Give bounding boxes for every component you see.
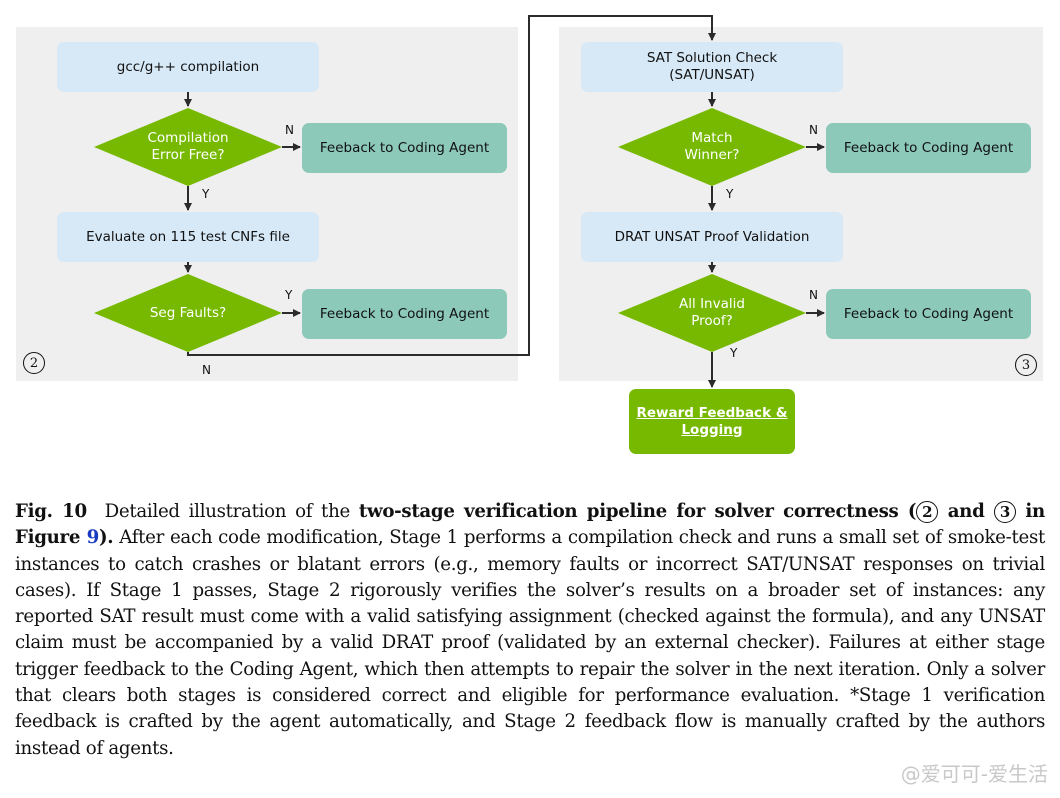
label-proof-n: N: [809, 288, 818, 302]
caption-intro: Detailed illustration of the: [104, 501, 351, 522]
label-segfault-y: Y: [285, 288, 293, 302]
winner-feedback-box: Feeback to Coding Agent: [826, 123, 1031, 173]
label-proof-y: Y: [730, 346, 738, 360]
proof-feedback-box: Feeback to Coding Agent: [826, 289, 1031, 339]
label-segfault-n: N: [202, 363, 211, 377]
label-winner-y: Y: [726, 187, 734, 201]
caption-bold-title: two-stage verification pipeline for solv…: [15, 501, 1045, 549]
figure-caption: Fig. 10 Detailed illustration of the two…: [15, 499, 1045, 762]
compile-check-label: Compilation Error Free?: [147, 130, 229, 163]
watermark: @爱可可-爱生活: [900, 762, 1048, 786]
compile-feedback-box: Feeback to Coding Agent: [302, 123, 507, 173]
label-compile-y: Y: [202, 187, 210, 201]
sat-check-box: SAT Solution Check (SAT/UNSAT): [581, 42, 843, 92]
caption-circle-3: 3: [993, 501, 1016, 523]
proof-decision-diamond: [618, 274, 806, 352]
caption-label: Fig. 10: [15, 501, 87, 522]
segfault-feedback-box: Feeback to Coding Agent: [302, 289, 507, 339]
reward-box: Reward Feedback & Logging: [629, 389, 795, 454]
stage2-marker: 2: [23, 352, 45, 374]
segfault-check-label: Seg Faults?: [149, 304, 227, 321]
segfault-decision-diamond: [94, 274, 282, 352]
proof-check-label: All Invalid Proof?: [679, 296, 745, 329]
compile-decision-diamond: [94, 108, 282, 186]
drat-box: DRAT UNSAT Proof Validation: [581, 212, 843, 262]
figure-ref-link[interactable]: 9: [86, 527, 100, 549]
label-compile-n: N: [285, 123, 294, 137]
evaluate-box: Evaluate on 115 test CNFs file: [57, 212, 319, 262]
verification-flowchart: gcc/g++ compilation Compilation Error Fr…: [16, 15, 1043, 454]
arrow-stage2-to-stage3: [187, 15, 716, 356]
compile-box: gcc/g++ compilation: [57, 42, 319, 92]
caption-circle-2: 2: [916, 501, 939, 523]
stage3-marker: 3: [1015, 354, 1037, 376]
winner-decision-diamond: [618, 108, 806, 186]
winner-check-label: Match Winner?: [684, 130, 740, 163]
caption-body: After each code modification, Stage 1 pe…: [15, 527, 1045, 759]
label-winner-n: N: [809, 123, 818, 137]
